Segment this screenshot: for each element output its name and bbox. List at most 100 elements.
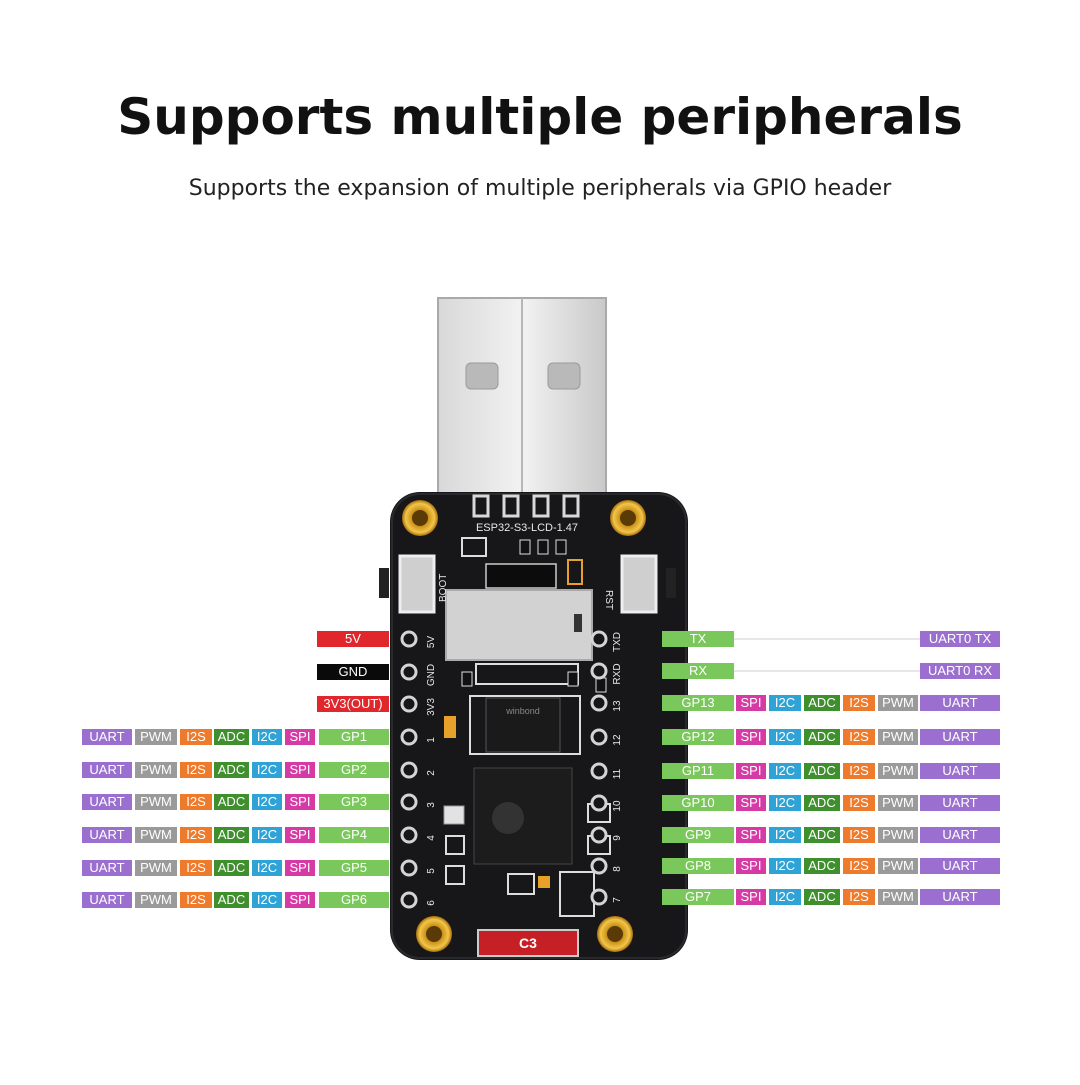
bottom-badge: C3 (519, 935, 537, 951)
pin-silkscreen-mark: 6 (426, 900, 437, 906)
pin-silkscreen-mark: 5V (426, 636, 437, 649)
pin-silkscreen-mark: 10 (612, 800, 623, 812)
pin-silkscreen-mark: 11 (612, 768, 623, 779)
function-label-i2c: I2C (769, 729, 801, 745)
board-model-label: ESP32-S3-LCD-1.47 (476, 522, 578, 534)
gpio-label: GP1 (319, 729, 389, 745)
function-label-adc: ADC (214, 860, 249, 876)
function-label-pwm: PWM (135, 892, 177, 908)
function-label-spi: SPI (736, 858, 766, 874)
power-pin-label: 5V (317, 631, 389, 647)
gpio-label: GP4 (319, 827, 389, 843)
function-label-i2c: I2C (769, 695, 801, 711)
gpio-label: GP8 (662, 858, 734, 874)
serial-pin-label: TX (662, 631, 734, 647)
function-label-pwm: PWM (135, 762, 177, 778)
header-pin-hole (400, 695, 418, 713)
function-label-i2s: I2S (843, 763, 875, 779)
function-label-uart: UART (82, 729, 132, 745)
header-pin-hole (590, 888, 608, 906)
page-title: Supports multiple peripherals (117, 88, 963, 146)
function-label-i2c: I2C (252, 762, 282, 778)
pin-silkscreen-mark: 12 (612, 734, 623, 746)
function-label-i2c: I2C (769, 858, 801, 874)
serial-pin-label: RX (662, 663, 734, 679)
function-label-i2c: I2C (252, 729, 282, 745)
function-label-pwm: PWM (135, 827, 177, 843)
pin-silkscreen-mark: 3 (426, 802, 437, 808)
function-label-adc: ADC (804, 695, 840, 711)
header-pin-hole (400, 859, 418, 877)
header-pin-hole (400, 728, 418, 746)
pin-silkscreen-mark: 2 (426, 770, 437, 776)
function-label-i2c: I2C (769, 763, 801, 779)
function-label-i2s: I2S (843, 889, 875, 905)
header-pin-hole (400, 793, 418, 811)
function-label-adc: ADC (214, 794, 249, 810)
function-label-pwm: PWM (878, 795, 918, 811)
function-label-spi: SPI (736, 889, 766, 905)
function-label-uart: UART (82, 827, 132, 843)
gpio-label: GP3 (319, 794, 389, 810)
function-label-adc: ADC (214, 729, 249, 745)
gpio-label: GP6 (319, 892, 389, 908)
function-label-i2c: I2C (252, 794, 282, 810)
function-label-pwm: PWM (135, 794, 177, 810)
pin-silkscreen-mark: 7 (612, 897, 623, 903)
function-label-i2c: I2C (252, 860, 282, 876)
function-label-adc: ADC (804, 827, 840, 843)
flash-chip-marking: winbond (505, 706, 540, 716)
function-label-i2c: I2C (252, 892, 282, 908)
header-pin-hole (590, 662, 608, 680)
power-pin-label: GND (317, 664, 389, 680)
function-label-pwm: PWM (878, 889, 918, 905)
header-pin-hole (590, 630, 608, 648)
function-label-uart: UART (82, 762, 132, 778)
gpio-label: GP2 (319, 762, 389, 778)
rst-label: RST (603, 590, 614, 610)
function-label-i2s: I2S (843, 729, 875, 745)
function-label-adc: ADC (804, 858, 840, 874)
function-label-adc: ADC (804, 889, 840, 905)
serial-leader-lines (734, 638, 920, 672)
gpio-label: GP11 (662, 763, 734, 779)
function-label-pwm: PWM (878, 763, 918, 779)
function-label-spi: SPI (736, 827, 766, 843)
gpio-label: GP13 (662, 695, 734, 711)
function-label-uart: UART (920, 695, 1000, 711)
function-label-i2s: I2S (180, 827, 212, 843)
pin-silkscreen-mark: 1 (426, 737, 437, 743)
function-label-spi: SPI (285, 762, 315, 778)
function-label-uart: UART (920, 889, 1000, 905)
function-label-i2s: I2S (843, 827, 875, 843)
function-label-i2s: I2S (180, 794, 212, 810)
pin-silkscreen-mark: 9 (612, 835, 623, 841)
function-label-pwm: PWM (878, 729, 918, 745)
function-label-i2s: I2S (180, 892, 212, 908)
function-label-spi: SPI (285, 827, 315, 843)
function-label-spi: SPI (285, 892, 315, 908)
pcb: winbond C3 ESP32-S3-LCD-1.47 BOOT RST 5V… (379, 492, 688, 960)
function-label-i2s: I2S (180, 762, 212, 778)
function-label-adc: ADC (804, 795, 840, 811)
gpio-label: GP9 (662, 827, 734, 843)
pin-silkscreen-mark: 13 (612, 700, 623, 712)
function-label-pwm: PWM (135, 860, 177, 876)
header-pin-hole (590, 826, 608, 844)
function-label-i2s: I2S (843, 858, 875, 874)
function-label-spi: SPI (285, 729, 315, 745)
uart0-function-label: UART0 RX (920, 663, 1000, 679)
function-label-spi: SPI (736, 729, 766, 745)
function-label-uart: UART (82, 794, 132, 810)
pin-silkscreen-mark: 4 (426, 835, 437, 841)
pin-silkscreen-mark: 3V3 (426, 698, 437, 716)
function-label-uart: UART (82, 860, 132, 876)
function-label-i2c: I2C (769, 827, 801, 843)
header-pin-hole (590, 694, 608, 712)
function-label-adc: ADC (804, 763, 840, 779)
boot-label: BOOT (438, 574, 449, 602)
function-label-adc: ADC (214, 762, 249, 778)
